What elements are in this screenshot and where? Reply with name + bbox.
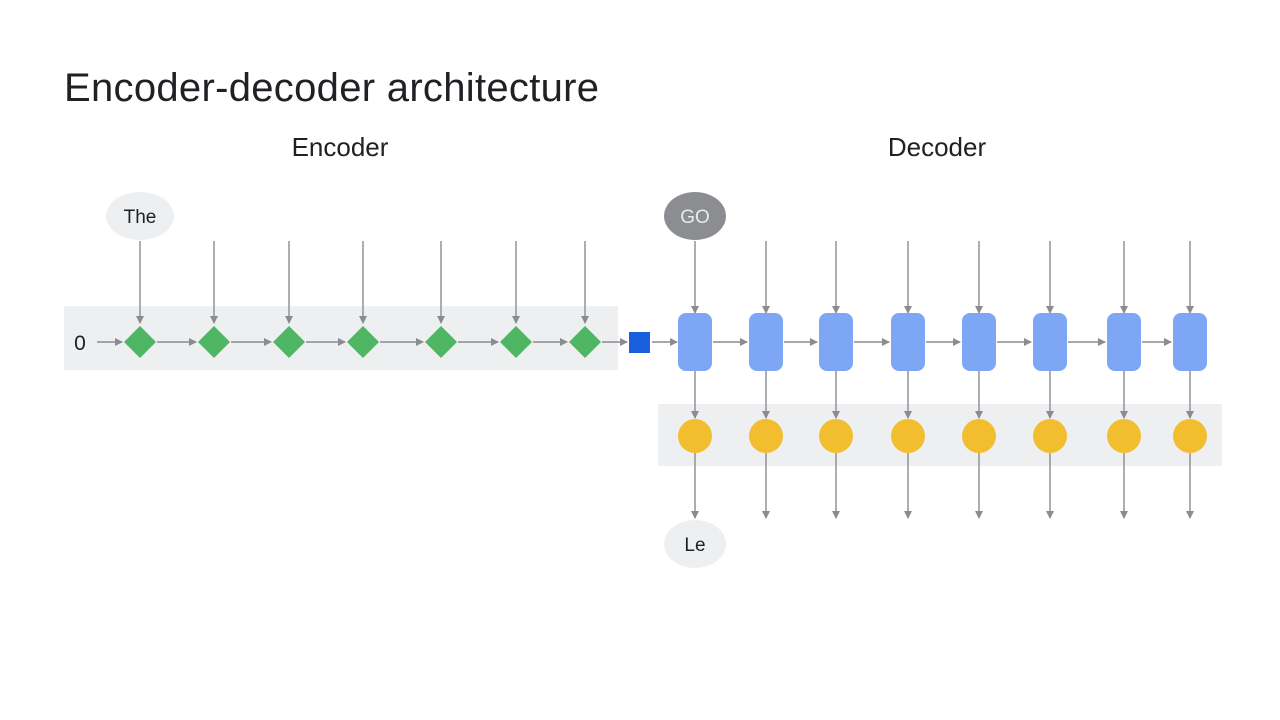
decoder-cell bbox=[891, 313, 925, 371]
cell-layer bbox=[124, 313, 1207, 453]
encoder-cell bbox=[198, 326, 230, 358]
decoder-output-node bbox=[1033, 419, 1067, 453]
arrow-layer bbox=[97, 241, 1194, 519]
svg-text:GO: GO bbox=[680, 207, 710, 228]
context-vector bbox=[629, 332, 650, 353]
decoder-cell bbox=[1107, 313, 1141, 371]
decoder-go-token: GO bbox=[664, 192, 726, 240]
decoder-output-node bbox=[1173, 419, 1207, 453]
decoder-output-node bbox=[891, 419, 925, 453]
slide-title: Encoder-decoder architecture bbox=[64, 66, 600, 110]
encoder-cell bbox=[347, 326, 379, 358]
decoder-cell bbox=[678, 313, 712, 371]
encoder-input-token: The bbox=[106, 192, 174, 240]
decoder-output-node bbox=[819, 419, 853, 453]
encoder-cell bbox=[569, 326, 601, 358]
decoder-cell bbox=[962, 313, 996, 371]
svg-text:The: The bbox=[124, 207, 157, 228]
encoder-cell bbox=[273, 326, 305, 358]
decoder-cell bbox=[749, 313, 783, 371]
decoder-cell bbox=[1033, 313, 1067, 371]
decoder-output-node bbox=[749, 419, 783, 453]
decoder-output-token: Le bbox=[664, 520, 726, 568]
svg-text:Le: Le bbox=[684, 535, 705, 556]
decoder-output-node bbox=[678, 419, 712, 453]
encoder-cell bbox=[500, 326, 532, 358]
decoder-output-node bbox=[1107, 419, 1141, 453]
decoder-heading: Decoder bbox=[887, 132, 987, 162]
encoder-heading: Encoder bbox=[291, 132, 389, 162]
encoder-cell bbox=[124, 326, 156, 358]
decoder-cell bbox=[1173, 313, 1207, 371]
initial-state-label: 0 bbox=[74, 332, 86, 355]
decoder-output-node bbox=[962, 419, 996, 453]
decoder-cell bbox=[819, 313, 853, 371]
encoder-cell bbox=[425, 326, 457, 358]
